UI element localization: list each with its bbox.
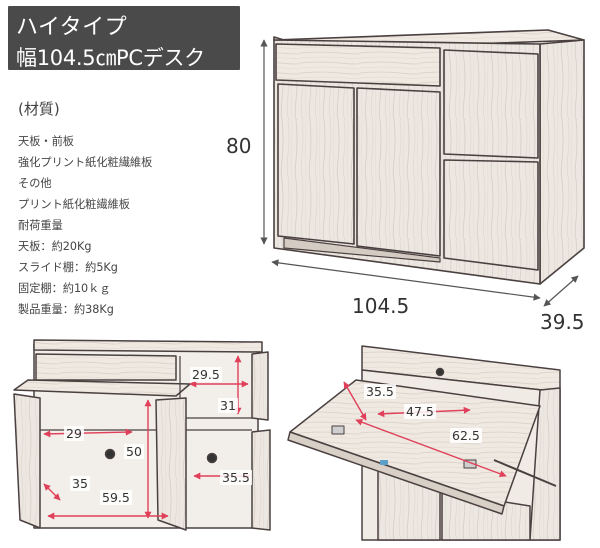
main-cabinet-drawing — [273, 29, 585, 285]
title-line-2: 幅104.5㎝PCデスク — [16, 46, 205, 70]
interior-left-drawing — [13, 339, 271, 531]
materials-line: プリント紙化粧繊維板 — [18, 198, 130, 211]
inner-right-dim-a: 35.5 — [364, 384, 396, 399]
inner-right-dim-c: 62.5 — [450, 428, 482, 443]
materials-heading: (材質) — [18, 100, 60, 118]
height-dimension: 80 — [226, 134, 252, 158]
inner-left-dim-a: 29.5 — [190, 367, 222, 382]
materials-line: 強化プリント紙化粧繊維板 — [18, 156, 153, 169]
materials-line: 固定棚：約10ｋｇ — [18, 282, 111, 295]
title-line-1: ハイタイプ — [16, 15, 128, 40]
depth-dimension: 39.5 — [540, 310, 585, 334]
inner-left-dim-g: 35.5 — [220, 470, 252, 485]
materials-line: 天板・前板 — [18, 135, 74, 148]
width-dimension: 104.5 — [352, 294, 410, 318]
materials-line: その他 — [18, 177, 52, 190]
materials-list: (材質) 天板・前板 強化プリント紙化粧繊維板 その他 プリント紙化粧繊維板 耐… — [18, 98, 152, 320]
inner-left-dim-e: 35 — [70, 476, 90, 491]
interior-left-dimension-lines — [43, 355, 251, 520]
materials-line: 耐荷重量 — [18, 219, 63, 232]
materials-line: 天板：約20Kg — [18, 240, 92, 253]
interior-right-drawing — [287, 345, 561, 541]
main-dimension-lines — [260, 39, 579, 307]
title-banner: ハイタイプ 幅104.5㎝PCデスク — [8, 6, 240, 70]
inner-left-dim-d: 50 — [124, 444, 144, 459]
materials-line: スライド棚：約5Kg — [18, 261, 118, 274]
inner-left-dim-b: 31 — [218, 398, 238, 413]
inner-right-dim-b: 47.5 — [404, 404, 436, 419]
inner-left-dim-c: 29 — [64, 426, 84, 441]
inner-left-dim-f: 59.5 — [100, 490, 132, 505]
materials-line: 製品重量：約38Kg — [18, 303, 114, 316]
